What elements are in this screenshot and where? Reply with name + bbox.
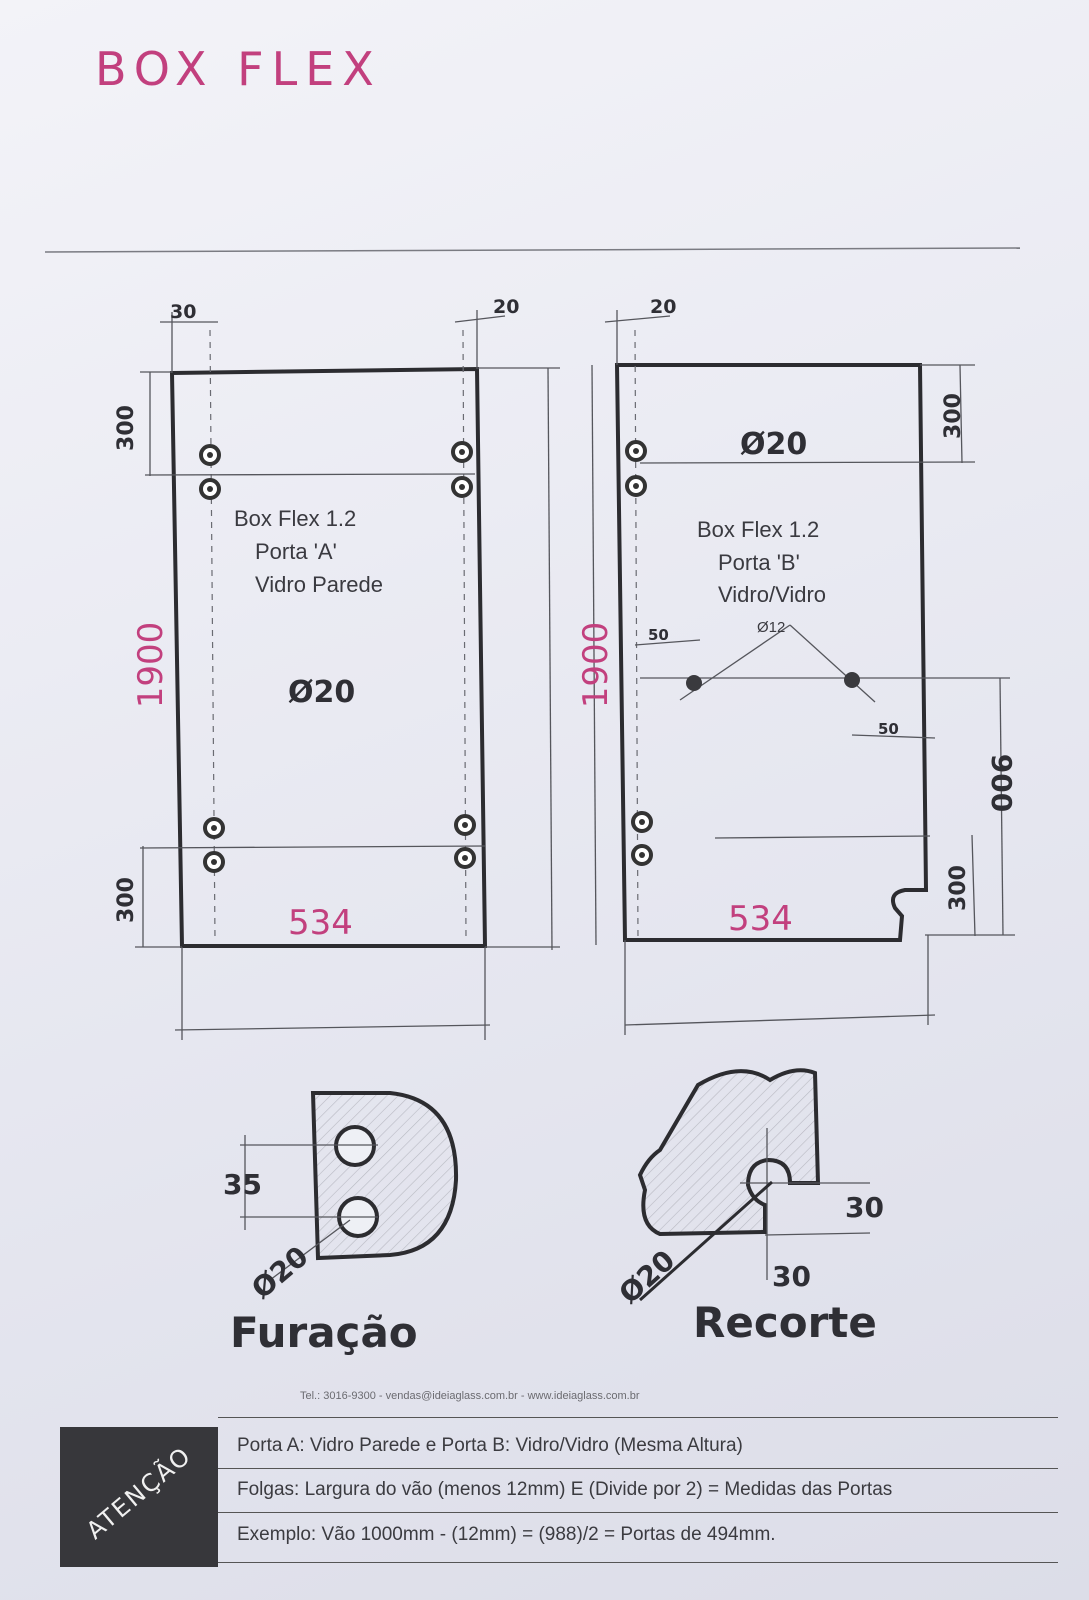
footer-contact: Tel.: 3016-9300 - vendas@ideiaglass.com.…	[300, 1390, 640, 1402]
door-a-subtitle: Porta 'A'	[255, 539, 337, 564]
detail-furacao: 35 Ø20 Furação	[223, 1091, 459, 1357]
door-b-top-dim-line	[959, 364, 963, 464]
furacao-shape	[310, 1091, 459, 1261]
door-b-height-dim-line	[591, 364, 597, 946]
furacao-title: Furação	[230, 1308, 418, 1357]
door-a-top-level-line	[144, 473, 476, 476]
door-b-width-handwritten: 534	[728, 899, 793, 939]
warning-box: ATENÇÃO	[60, 1427, 218, 1567]
door-b-title: Box Flex 1.2	[697, 517, 819, 542]
furacao-hole-top	[334, 1125, 376, 1167]
recorte-title: Recorte	[693, 1298, 877, 1347]
furacao-spacing: 35	[223, 1168, 262, 1201]
note-divider	[218, 1468, 1058, 1469]
note-line-3: Exemplo: Vão 1000mm - (12mm) = (988)/2 =…	[237, 1524, 776, 1545]
recorte-dim-h: 30	[845, 1191, 884, 1224]
door-b-offset-20: 20	[650, 296, 676, 318]
warning-label: ATENÇÃO	[80, 1441, 198, 1545]
door-b: 20 Ø20 Box Flex 1.2 Porta 'B' Vidro/Vidr…	[576, 296, 1018, 1035]
door-a: 30 20 300 300 1900 Box Flex 1.2 Porta 'A…	[114, 296, 560, 1040]
door-b-handle-900: 900	[985, 754, 1018, 812]
door-b-gap-right-line	[851, 734, 936, 739]
note-divider	[218, 1562, 1058, 1563]
door-b-width-dim-line	[624, 1014, 936, 1026]
note-divider	[218, 1512, 1058, 1513]
door-b-subtitle: Porta 'B'	[718, 550, 800, 575]
door-a-height-dim-line	[547, 367, 553, 951]
door-a-hole-axis-left	[209, 329, 216, 941]
door-a-height-handwritten: 1900	[131, 622, 171, 709]
furacao-diameter: Ø20	[245, 1240, 314, 1306]
detail-recorte: 30 30 Ø20 Recorte	[613, 1068, 884, 1347]
door-b-top-300: 300	[941, 393, 966, 439]
door-b-bottom-level-line	[714, 835, 931, 839]
note-line-1: Porta A: Vidro Parede e Porta B: Vidro/V…	[237, 1435, 743, 1456]
door-a-outline	[169, 366, 488, 948]
door-b-hole-axis-left	[634, 329, 639, 941]
door-b-handle-dim-line	[999, 677, 1004, 936]
door-a-top-300: 300	[114, 405, 139, 451]
door-b-outline	[614, 363, 929, 942]
note-line-2: Folgas: Largura do vão (menos 12mm) E (D…	[237, 1479, 893, 1500]
door-b-type: Vidro/Vidro	[718, 582, 826, 607]
door-b-handle-hole	[686, 675, 702, 691]
door-b-handle-leader-right	[789, 624, 876, 703]
door-b-hole-diameter: Ø20	[740, 427, 807, 462]
separator-line	[44, 247, 1021, 253]
door-b-bottom-300: 300	[946, 865, 971, 911]
door-a-title: Box Flex 1.2	[234, 506, 356, 531]
door-a-bottom-level-line	[139, 845, 486, 849]
door-a-offset-30: 30	[170, 301, 196, 323]
handwritten-title: BOX FLEX	[95, 42, 382, 96]
door-a-offset-20-line	[454, 315, 506, 323]
door-b-offset-20-line	[604, 315, 671, 323]
recorte-diameter: Ø20	[613, 1244, 682, 1311]
door-b-gap-left-line	[634, 639, 701, 646]
door-b-gap-left: 50	[648, 626, 669, 644]
door-a-hole-diameter: Ø20	[288, 675, 355, 710]
door-a-offset-20: 20	[493, 296, 519, 318]
door-b-height-handwritten: 1900	[576, 622, 616, 709]
door-b-small-hole: Ø12	[757, 619, 785, 636]
recorte-shape	[637, 1068, 821, 1237]
recorte-dim-v: 30	[772, 1260, 811, 1293]
door-a-type: Vidro Parede	[255, 572, 383, 597]
note-divider	[218, 1417, 1058, 1418]
door-a-width-handwritten: 534	[288, 903, 353, 943]
door-a-bottom-300: 300	[114, 877, 139, 923]
door-b-top-level-line	[639, 461, 976, 464]
door-b-bottom-dim-line	[971, 834, 976, 937]
door-a-hole-axis-right	[462, 329, 467, 941]
door-b-gap-right: 50	[878, 720, 899, 738]
door-a-width-dim-line	[174, 1024, 491, 1031]
door-b-handle-hole	[844, 672, 860, 688]
